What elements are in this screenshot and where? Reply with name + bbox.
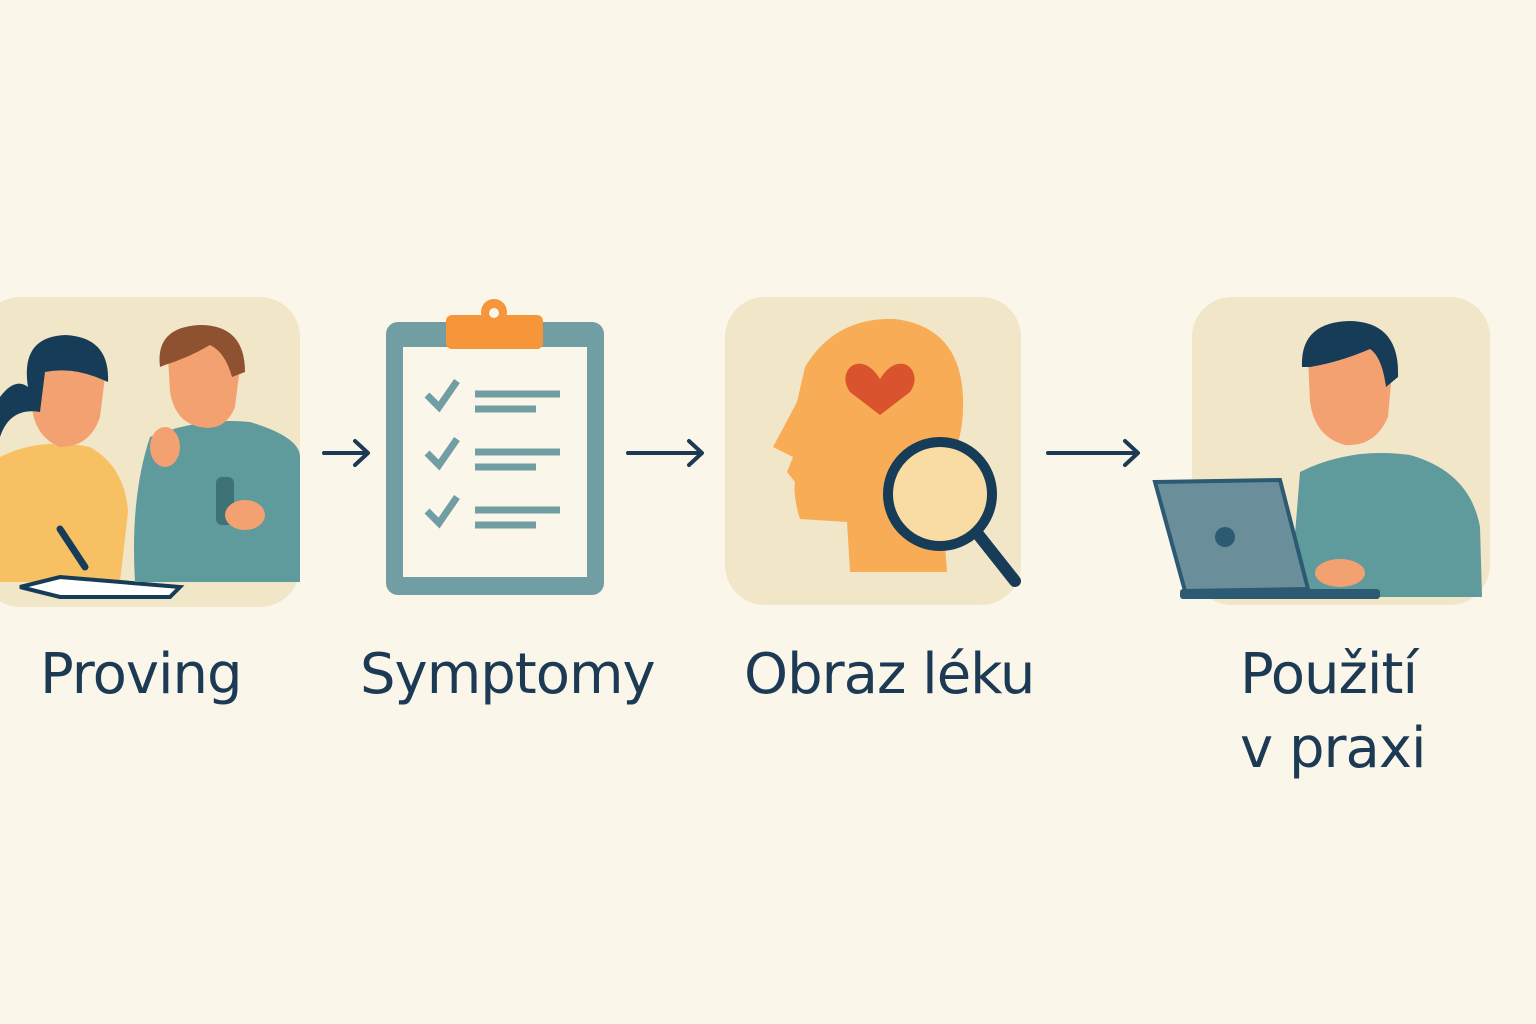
step-label-obraz-leku: Obraz léku — [744, 642, 1035, 707]
person-laptop-icon — [1152, 297, 1490, 605]
head-heart-magnifier-icon — [725, 297, 1021, 605]
arrow-icon — [322, 439, 370, 467]
step-label-pouziti-line1: Použití — [1240, 642, 1418, 707]
clipboard-checklist-icon — [386, 299, 604, 595]
arrow-icon — [626, 439, 704, 467]
arrow-icon — [1046, 439, 1140, 467]
step-label-pouziti-line2: v praxi — [1240, 716, 1427, 781]
people-testing-remedy-icon — [0, 297, 300, 607]
step-label-proving: Proving — [40, 642, 243, 707]
step-label-symptomy: Symptomy — [360, 642, 656, 707]
